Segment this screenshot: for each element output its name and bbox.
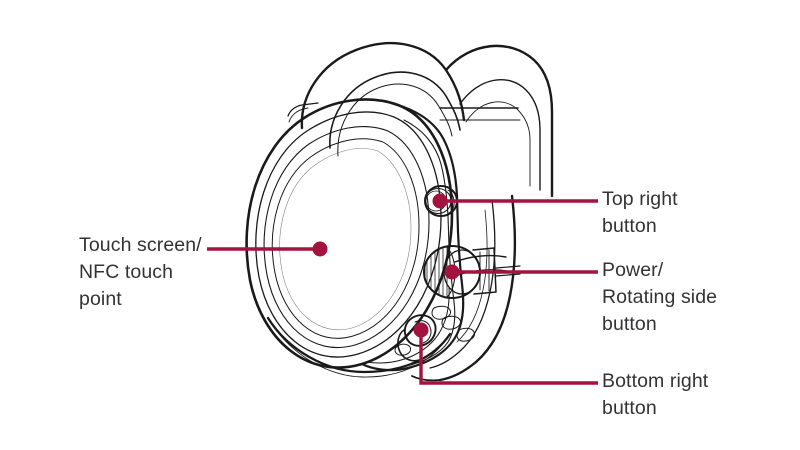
callout-label-top-right-button: Top right button xyxy=(602,188,678,237)
callout-label-touch-screen: Touch screen/ NFC touch point xyxy=(79,234,202,310)
callout-label-bottom-right-button: Bottom right button xyxy=(602,370,709,419)
leader-touch-screen xyxy=(207,241,328,257)
watch-line-art xyxy=(245,42,554,382)
callout-leaders xyxy=(207,193,598,385)
speaker-slots xyxy=(394,305,475,356)
leader-top-right-button xyxy=(432,193,598,209)
leader-bottom-right-button xyxy=(413,322,598,385)
callout-label-power-rotating-side-button: Power/ Rotating side button xyxy=(602,259,718,335)
leader-power-button xyxy=(444,264,598,280)
lower-strap xyxy=(411,107,521,382)
bottom-right-side-button xyxy=(397,314,437,362)
